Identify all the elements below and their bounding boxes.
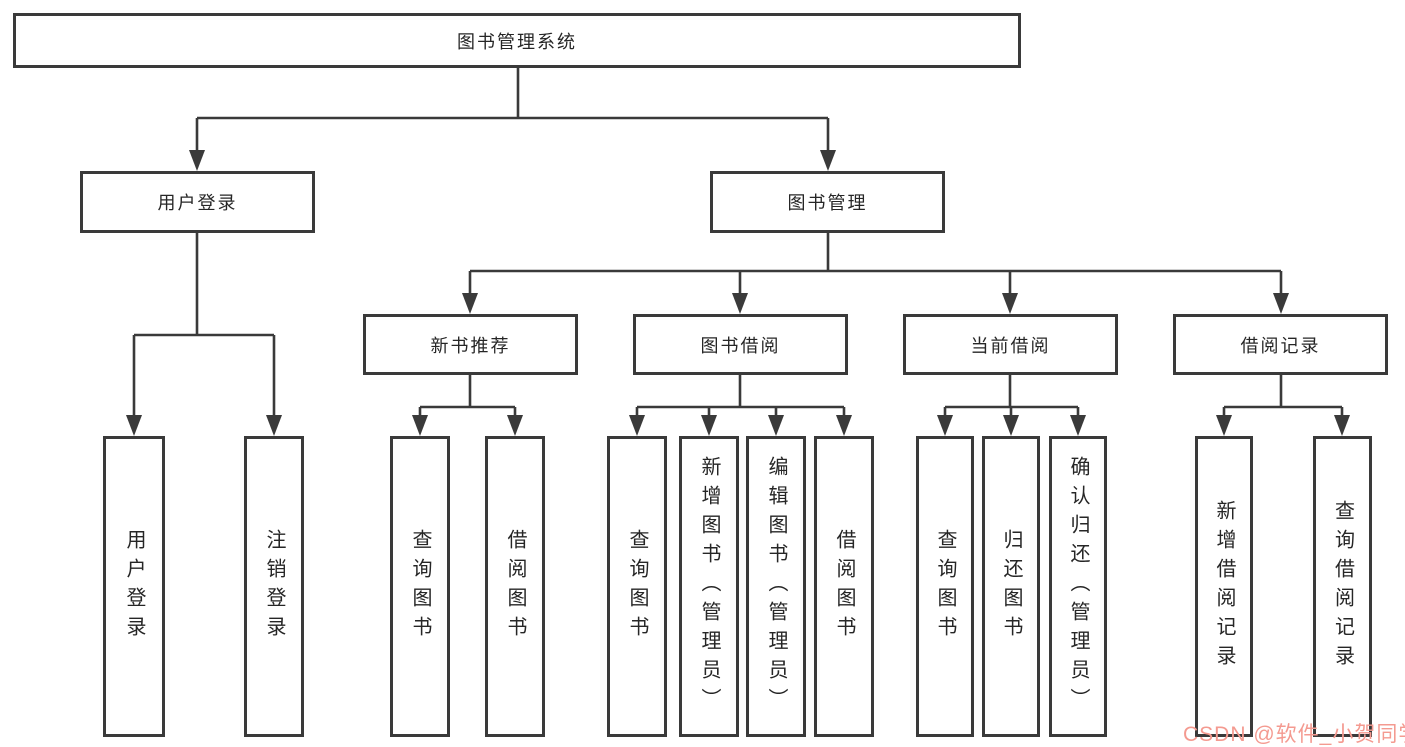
node-book-borrow: 图书借阅: [633, 314, 848, 375]
arrowhead-icon: [126, 415, 142, 436]
watermark: CSDN @软件_小贺同学: [1183, 723, 1405, 746]
leaf-query-borrow-record: 查询借阅记录: [1313, 436, 1372, 737]
leaf-confirm-return-admin: 确认归还（管理员）: [1049, 436, 1107, 737]
arrowhead-icon: [836, 415, 852, 436]
arrowhead-icon: [189, 150, 205, 171]
arrowhead-icon: [412, 415, 428, 436]
node-book-management-label: 图书管理: [787, 193, 868, 213]
leaf-query-books-borrow-label: 查询图书: [626, 528, 648, 645]
node-user-login: 用户登录: [80, 171, 315, 233]
arrowhead-icon: [937, 415, 953, 436]
leaf-confirm-return-admin-label: 确认归还（管理员）: [1067, 456, 1089, 717]
arrowhead-icon: [266, 415, 282, 436]
leaf-add-borrow-record: 新增借阅记录: [1195, 436, 1253, 737]
leaf-user-login: 用户登录: [103, 436, 165, 737]
node-borrow-records-label: 借阅记录: [1240, 335, 1321, 356]
node-new-book-recommend-label: 新书推荐: [430, 335, 511, 356]
leaf-query-borrow-record-label: 查询借阅记录: [1331, 499, 1354, 674]
arrowhead-icon: [1273, 293, 1289, 314]
leaf-borrow-books-label: 借阅图书: [833, 528, 855, 645]
node-current-borrow: 当前借阅: [903, 314, 1118, 375]
arrowhead-icon: [701, 415, 717, 436]
arrowhead-icon: [629, 415, 645, 436]
leaf-borrow-books-recommend: 借阅图书: [485, 436, 545, 737]
arrowhead-icon: [732, 293, 748, 314]
leaf-return-books: 归还图书: [982, 436, 1040, 737]
leaf-query-books-recommend: 查询图书: [390, 436, 450, 737]
arrowhead-icon: [1216, 415, 1232, 436]
node-root-label: 图书管理系统: [457, 31, 577, 52]
node-book-management: 图书管理: [710, 171, 945, 233]
leaf-return-books-label: 归还图书: [1000, 528, 1022, 645]
leaf-borrow-books: 借阅图书: [814, 436, 874, 737]
leaf-add-borrow-record-label: 新增借阅记录: [1213, 499, 1235, 674]
node-root: 图书管理系统: [13, 13, 1021, 68]
arrowhead-icon: [1070, 415, 1086, 436]
leaf-add-book-admin: 新增图书（管理员）: [679, 436, 739, 737]
arrowhead-icon: [1003, 415, 1019, 436]
arrowhead-icon: [462, 293, 478, 314]
arrowhead-icon: [1002, 293, 1018, 314]
node-borrow-records: 借阅记录: [1173, 314, 1388, 375]
leaf-logout: 注销登录: [244, 436, 304, 737]
leaf-query-books-recommend-label: 查询图书: [409, 528, 431, 645]
leaf-edit-book-admin: 编辑图书（管理员）: [746, 436, 806, 737]
node-book-borrow-label: 图书借阅: [700, 335, 781, 356]
leaf-query-books-borrow: 查询图书: [607, 436, 667, 737]
node-user-login-label: 用户登录: [157, 193, 238, 213]
leaf-query-books-current: 查询图书: [916, 436, 974, 737]
leaf-borrow-books-recommend-label: 借阅图书: [504, 528, 526, 645]
arrowhead-icon: [820, 150, 836, 171]
leaf-add-book-admin-label: 新增图书（管理员）: [698, 456, 720, 717]
leaf-logout-label: 注销登录: [263, 528, 285, 645]
leaf-edit-book-admin-label: 编辑图书（管理员）: [765, 456, 787, 717]
tree-connector-path: [132, 66, 1344, 417]
arrowhead-icon: [507, 415, 523, 436]
node-new-book-recommend: 新书推荐: [363, 314, 578, 375]
node-current-borrow-label: 当前借阅: [970, 335, 1051, 356]
leaf-user-login-label: 用户登录: [123, 528, 145, 645]
leaf-query-books-current-label: 查询图书: [934, 528, 956, 645]
arrowhead-icon: [768, 415, 784, 436]
arrowhead-icon: [1334, 415, 1350, 436]
